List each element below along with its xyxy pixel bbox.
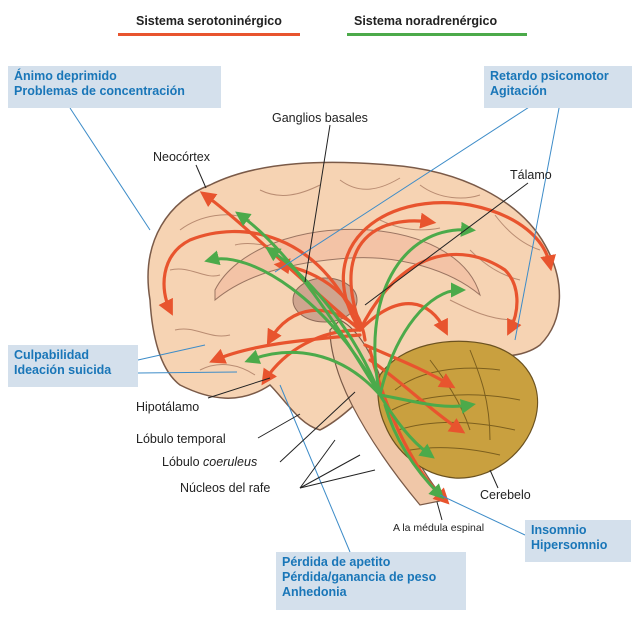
label-thalamus: Tálamo xyxy=(510,168,552,182)
symptom-box-psychomotor: Retardo psicomotor Agitación xyxy=(484,66,632,108)
symptom-box-guilt: Culpabilidad Ideación suicida xyxy=(8,345,138,387)
label-temporal-lobe: Lóbulo temporal xyxy=(136,432,226,446)
symptom-appetite-line2: Pérdida/ganancia de peso xyxy=(282,570,460,585)
legend-serotonin-swatch xyxy=(118,33,300,36)
label-hypothalamus: Hipotálamo xyxy=(136,400,199,414)
label-locus-coeruleus: Lóbulo coeruleus xyxy=(162,455,257,469)
label-raphe-nuclei: Núcleos del rafe xyxy=(180,481,270,495)
label-cerebellum: Cerebelo xyxy=(480,488,531,502)
legend-serotonin-label: Sistema serotoninérgico xyxy=(136,14,282,28)
label-locus-prefix: Lóbulo xyxy=(162,455,203,469)
symptom-sleep-line1: Insomnio xyxy=(531,523,625,538)
symptom-mood-line2: Problemas de concentración xyxy=(14,84,215,99)
label-basal-ganglia: Ganglios basales xyxy=(272,111,368,125)
symptom-mood-line1: Ánimo deprimido xyxy=(14,69,215,84)
symptom-box-sleep: Insomnio Hipersomnio xyxy=(525,520,631,562)
label-spinal-cord: A la médula espinal xyxy=(393,522,484,534)
symptom-guilt-line1: Culpabilidad xyxy=(14,348,132,363)
symptom-appetite-line1: Pérdida de apetito xyxy=(282,555,460,570)
label-neocortex: Neocórtex xyxy=(153,150,210,164)
symptom-guilt-line2: Ideación suicida xyxy=(14,363,132,378)
legend-noradrenaline-label: Sistema noradrenérgico xyxy=(354,14,497,28)
symptom-box-mood: Ánimo deprimido Problemas de concentraci… xyxy=(8,66,221,108)
symptom-appetite-line3: Anhedonia xyxy=(282,585,460,600)
label-locus-italic: coeruleus xyxy=(203,455,257,469)
legend-noradrenaline-swatch xyxy=(347,33,527,36)
symptom-psychomotor-line1: Retardo psicomotor xyxy=(490,69,626,84)
symptom-box-appetite: Pérdida de apetito Pérdida/ganancia de p… xyxy=(276,552,466,610)
symptom-psychomotor-line2: Agitación xyxy=(490,84,626,99)
symptom-sleep-line2: Hipersomnio xyxy=(531,538,625,553)
